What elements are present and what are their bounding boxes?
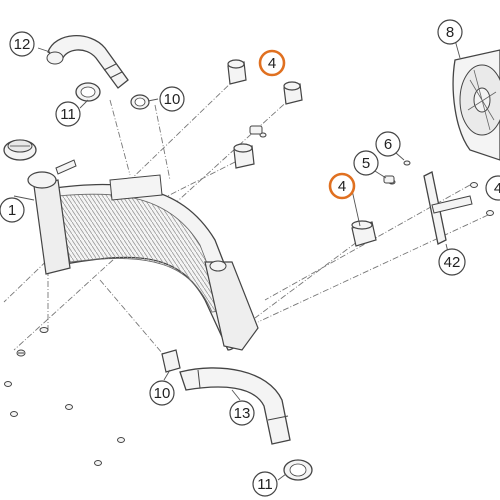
mounting-bracket xyxy=(109,174,163,201)
screw-icon xyxy=(65,404,73,410)
leader-line xyxy=(257,214,489,323)
hose-clamp-icon xyxy=(161,349,181,373)
radiator xyxy=(27,159,259,351)
rubber-mount-icon xyxy=(351,220,377,247)
leader-line xyxy=(109,99,131,176)
radiator-cap-icon xyxy=(3,139,37,161)
hose-clamp-icon xyxy=(283,459,313,481)
screw-icon xyxy=(16,349,26,357)
outlet-stub xyxy=(209,260,227,272)
callout-12: 12 xyxy=(9,31,35,57)
leader-line xyxy=(99,279,169,361)
filler-neck xyxy=(27,171,57,189)
lower-hose xyxy=(179,367,291,445)
screw-icon xyxy=(10,411,18,417)
rubber-mount-icon xyxy=(283,81,303,105)
svg-text:4: 4 xyxy=(338,178,346,195)
screw-icon xyxy=(486,210,494,216)
hose-clamp-icon xyxy=(75,82,101,102)
upper-hose xyxy=(46,35,129,89)
leader-line xyxy=(3,77,237,303)
screw-icon xyxy=(470,182,478,188)
svg-text:4: 4 xyxy=(494,180,500,197)
cooling-fan xyxy=(452,49,500,161)
callout-1: 1 xyxy=(0,197,25,223)
radiator-right-tank xyxy=(204,261,259,351)
leader-line xyxy=(119,156,246,221)
overflow-pipe xyxy=(55,159,77,175)
screw-icon xyxy=(117,437,125,443)
svg-text:12: 12 xyxy=(14,36,31,53)
bracket-icon xyxy=(423,171,473,245)
rubber-mount-icon xyxy=(227,59,247,85)
screws xyxy=(4,132,494,466)
svg-text:8: 8 xyxy=(446,24,454,41)
sleeve-icon xyxy=(249,125,395,184)
svg-text:1: 1 xyxy=(8,202,16,219)
callout-6: 6 xyxy=(375,131,401,157)
hose-clamp-icon xyxy=(130,94,150,110)
callout-5: 5 xyxy=(353,150,379,176)
screw-icon xyxy=(94,460,102,466)
svg-text:42: 42 xyxy=(444,254,461,271)
callout-8: 8 xyxy=(437,19,463,45)
screw-icon xyxy=(4,381,12,387)
svg-text:10: 10 xyxy=(154,385,171,402)
svg-text:4: 4 xyxy=(268,55,276,72)
washer-icon xyxy=(39,327,49,333)
svg-text:5: 5 xyxy=(362,155,370,172)
svg-text:11: 11 xyxy=(60,106,76,123)
callout-42: 42 xyxy=(438,248,466,276)
callout-11: 11 xyxy=(55,101,81,127)
screw-icon xyxy=(403,160,411,166)
callout-11: 11 xyxy=(252,471,278,497)
leader-line xyxy=(254,235,366,319)
leader-line xyxy=(154,104,171,181)
leader-line xyxy=(264,184,471,301)
svg-text:11: 11 xyxy=(257,476,273,493)
callout-4: 4 xyxy=(485,175,500,201)
svg-text:10: 10 xyxy=(164,91,181,108)
svg-text:13: 13 xyxy=(234,405,251,422)
callout-4-highlighted: 4 xyxy=(328,172,356,200)
callout-10: 10 xyxy=(149,380,175,406)
radiator-core xyxy=(57,193,226,313)
svg-text:6: 6 xyxy=(384,136,392,153)
callout-13: 13 xyxy=(229,400,255,426)
callout-4-highlighted: 4 xyxy=(258,49,286,77)
callout-10: 10 xyxy=(159,86,185,112)
rubber-mount-icon xyxy=(233,143,255,169)
